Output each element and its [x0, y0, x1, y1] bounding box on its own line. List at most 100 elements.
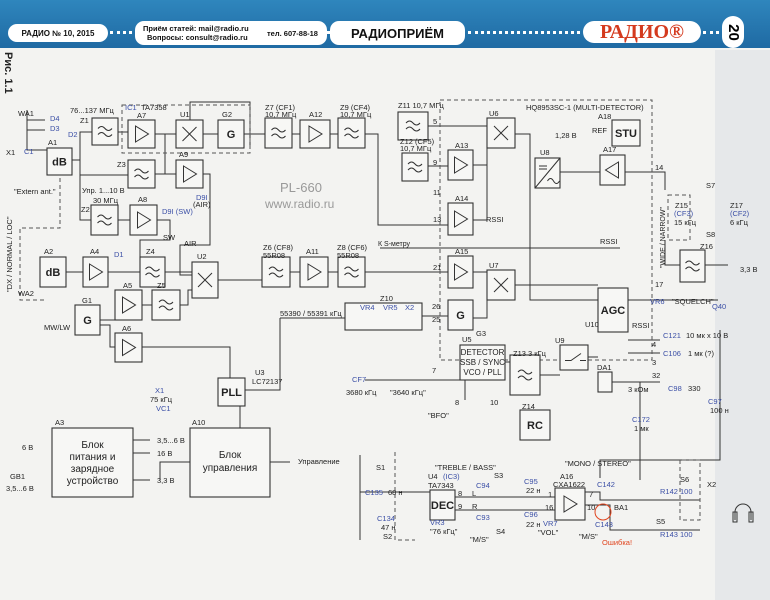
block-z5 [151, 289, 181, 321]
label-c134: C134 [377, 514, 395, 523]
amplifier-icon [307, 263, 322, 281]
label-cf2: (CF2) [730, 209, 750, 218]
label-c96v: 22 н [526, 520, 541, 529]
label-z8: Z8 (CF6) [337, 243, 368, 252]
block-u2 [191, 261, 219, 299]
block-a7 [127, 119, 156, 149]
label-cxa: CXA1622 [553, 480, 585, 489]
label-p14: 14 [655, 163, 663, 172]
label-s5: S5 [656, 517, 665, 526]
label-vc1: VC1 [156, 404, 171, 413]
label-ta7358: TA7358 [141, 103, 167, 112]
dotted-divider [468, 31, 580, 37]
label-u10: U10 [585, 320, 599, 329]
label-c135v: 68 н [388, 488, 403, 497]
wire [139, 219, 171, 272]
label-z12: Z12 (CF5) [400, 137, 435, 146]
submissions-email: Приём статей: mail@radio.ru [143, 24, 249, 33]
block-z16 [679, 249, 706, 283]
block-u8 [534, 157, 561, 189]
label-u7: U7 [489, 261, 499, 270]
label-z4: Z4 [146, 247, 155, 256]
block-z7 [264, 117, 293, 149]
label-p21: 21 [433, 263, 441, 272]
block-z6 [261, 256, 291, 288]
block-text: dB [52, 157, 67, 169]
block-text: dB [46, 267, 61, 279]
label-p16: 16 [545, 503, 553, 512]
block-a14 [447, 202, 474, 236]
label-hq: HQ8953SC-1 (MULTI-DETECTOR) [526, 103, 644, 112]
label-cf3: (CF3) [674, 209, 694, 218]
amplifier-icon [454, 156, 469, 174]
detector-text: VCO / PLL [463, 368, 502, 377]
block-u6 [486, 117, 516, 149]
label-f30: 30 МГц [93, 196, 119, 205]
label-squelch: "SQUELCH" [672, 297, 714, 306]
label-c1: C1 [24, 147, 34, 156]
label-p7b: 7 [589, 490, 593, 499]
label-wide: "WIDE / NARROW" [660, 207, 667, 268]
label-c142: C142 [597, 480, 615, 489]
filter-icon [344, 127, 359, 139]
block-a17 [599, 154, 626, 186]
label-a14: A14 [455, 194, 468, 203]
amplifier-icon [563, 495, 578, 513]
wire [159, 461, 190, 480]
label-air2: (AIR) [193, 200, 211, 209]
label-k15: 15 кГц [674, 218, 697, 227]
label-p10b: 10 [587, 503, 595, 512]
wire [625, 171, 666, 190]
block-z4 [139, 256, 166, 288]
label-c106: C106 [663, 349, 681, 358]
label-rssi1: RSSI [486, 215, 504, 224]
filter-icon [271, 127, 286, 139]
label-ms2: "M/S" [579, 532, 598, 541]
wire [179, 173, 211, 276]
block-a5 [114, 289, 143, 321]
block-z1 [91, 117, 119, 146]
label-x2: X2 [707, 480, 716, 489]
amplifier-icon [122, 296, 137, 314]
amplifier-icon [183, 165, 198, 183]
block-text: RC [527, 420, 543, 432]
dashed-link [667, 194, 691, 241]
block-a8 [129, 204, 158, 236]
dotted-divider [110, 31, 132, 37]
label-c95v: 22 н [526, 486, 541, 495]
filter-icon [134, 168, 149, 180]
label-p8b: 8 [458, 489, 462, 498]
block-u7 [486, 269, 516, 301]
dotted-divider [703, 31, 719, 37]
filter-icon [97, 214, 112, 226]
label-a16: A16 [560, 472, 573, 481]
label-p26: 26 [432, 302, 440, 311]
wire [473, 148, 488, 221]
block-a15 [447, 255, 474, 289]
contact-emails: Приём статей: mail@radio.ru Вопросы: con… [143, 24, 249, 42]
label-z9: Z9 (CF4) [340, 103, 371, 112]
label-z12b: 10,7 МГц [400, 144, 432, 153]
block-a11 [299, 256, 329, 288]
wire [180, 289, 192, 306]
amplifier-icon [122, 338, 137, 357]
label-s6: S6 [680, 475, 689, 484]
label-u4: U4 [428, 472, 438, 481]
label-z14: Z14 [522, 402, 535, 411]
wire [245, 317, 345, 391]
label-f3680: 3680 кГц [346, 388, 377, 397]
label-c134v: 47 н [381, 523, 396, 532]
filter-icon [158, 299, 174, 311]
label-o1: 3,5...6 В [157, 436, 185, 445]
label-a4: A4 [90, 247, 99, 256]
dotted-divider [328, 31, 329, 37]
block-z3 [127, 159, 156, 189]
label-s3: S3 [494, 471, 503, 480]
label-z8b: 55R08 [337, 251, 359, 260]
label-u6: U6 [489, 109, 499, 118]
label-a7: A7 [137, 111, 146, 120]
label-ref: REF [592, 126, 607, 135]
label-p11: 11 [433, 188, 441, 197]
amplifier-icon [137, 211, 152, 229]
